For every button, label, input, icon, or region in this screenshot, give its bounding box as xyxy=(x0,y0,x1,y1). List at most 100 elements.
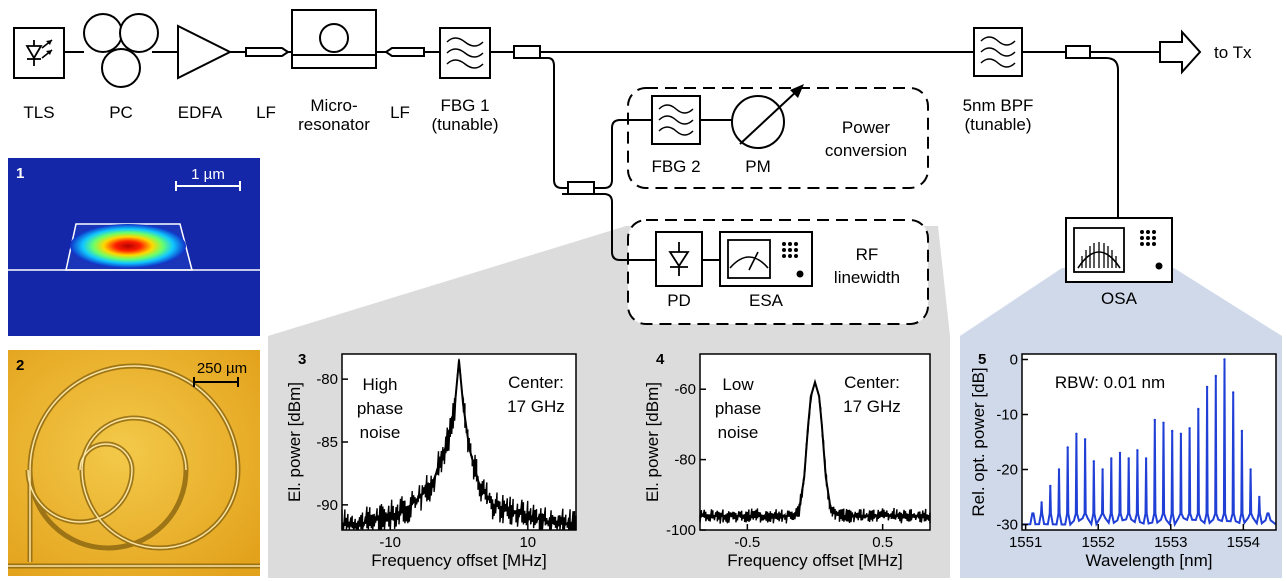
spiral-chip-inset xyxy=(8,350,260,576)
bpf-block xyxy=(973,27,1023,77)
spectral-peak xyxy=(1083,438,1087,441)
lf2-label: LF xyxy=(390,103,410,122)
spectral-peak xyxy=(1075,432,1078,435)
x-tick-label: 1554 xyxy=(1227,534,1260,551)
y-tick-label: 0 xyxy=(1010,352,1018,369)
spectral-peak xyxy=(1188,427,1191,430)
spectral-peak xyxy=(1179,432,1183,435)
rf-linewidth-label-1: RF xyxy=(856,245,879,264)
spectral-peak xyxy=(1240,429,1244,433)
osa-block xyxy=(1065,217,1173,283)
annotation-text: RBW: 0.01 nm xyxy=(1055,373,1165,392)
spectral-peak xyxy=(1110,457,1113,460)
microresonator-label-1: Micro- xyxy=(310,96,357,115)
x-tick-label: 10 xyxy=(519,534,536,551)
power-meter xyxy=(731,84,804,149)
pc-block xyxy=(83,13,159,88)
mode-profile-inset xyxy=(8,158,260,336)
spectral-peak xyxy=(1153,418,1157,422)
spectrum-line xyxy=(1021,359,1277,528)
y-axis-label: Rel. opt. power [dB] xyxy=(969,367,988,516)
y-axis-label: El. power [dBm] xyxy=(285,382,304,502)
y-tick-label: -100 xyxy=(666,522,696,539)
annotation-text: Low xyxy=(722,375,754,394)
series-line xyxy=(700,378,930,517)
spectral-peak xyxy=(1232,391,1235,394)
x-tick-label: 0.5 xyxy=(872,534,893,551)
y-tick-label: -20 xyxy=(996,462,1018,479)
microresonator-label-2: resonator xyxy=(298,115,370,134)
spectral-peak xyxy=(1066,446,1069,449)
annotation-text: noise xyxy=(360,423,401,442)
spectral-peak xyxy=(1266,512,1270,515)
coupler-2 xyxy=(567,181,595,195)
spectral-peak xyxy=(1101,468,1104,471)
spectral-peak xyxy=(1214,374,1218,378)
fbg2-block xyxy=(651,95,701,145)
series-line xyxy=(342,360,576,525)
spectral-peak xyxy=(1057,468,1061,471)
annotation-text: 17 GHz xyxy=(507,397,565,416)
y-tick-label: -60 xyxy=(674,381,696,398)
y-tick-label: -80 xyxy=(316,371,338,388)
esa-label: ESA xyxy=(749,291,784,310)
panel-2-scale: 250 µm xyxy=(197,360,247,377)
spectral-peak xyxy=(1144,457,1148,460)
fbg1-label-1: FBG 1 xyxy=(440,96,489,115)
fiber-to-osa xyxy=(1090,57,1119,218)
x-axis-label: Frequency offset [MHz] xyxy=(727,551,902,570)
y-tick-label: -30 xyxy=(996,517,1018,534)
fiber-to-coupler-2 xyxy=(540,57,568,189)
annotation-text: noise xyxy=(718,423,759,442)
panel-2-number: 2 xyxy=(16,357,24,374)
annotation-text: Center: xyxy=(508,373,564,392)
coupler-3 xyxy=(1065,45,1091,59)
fiber-to-pd xyxy=(594,193,656,261)
x-tick-label: -10 xyxy=(379,534,401,551)
noise-trace xyxy=(341,358,577,531)
spectral-peak xyxy=(1197,407,1200,411)
x-tick-label: 1552 xyxy=(1082,534,1115,551)
annotation-text: High xyxy=(363,375,398,394)
x-axis-label: Wavelength [nm] xyxy=(1086,551,1213,570)
bpf-label-2: (tunable) xyxy=(964,115,1031,134)
fbg2-label: FBG 2 xyxy=(651,157,700,176)
esa-block xyxy=(719,231,813,287)
pd-block xyxy=(655,231,703,287)
spectral-peak xyxy=(1136,449,1139,452)
power-conversion-group xyxy=(627,87,929,189)
spectral-peak xyxy=(1258,495,1261,499)
panel-1-scale: 1 µm xyxy=(191,166,225,183)
panel-number: 3 xyxy=(298,351,306,368)
plot-frame xyxy=(1021,353,1277,531)
spectral-peak xyxy=(1092,460,1096,463)
spectral-peak xyxy=(1031,512,1035,515)
fbg1-block xyxy=(439,27,491,79)
lensed-fiber-1 xyxy=(245,47,290,57)
panel-number: 5 xyxy=(978,351,986,368)
annotation-text: 17 GHz xyxy=(843,397,901,416)
annotation-text: phase xyxy=(715,399,761,418)
osa-label: OSA xyxy=(1101,289,1138,308)
plot-area xyxy=(342,354,576,530)
coupler-1 xyxy=(513,45,541,59)
fiber-to-fbg2 xyxy=(594,119,652,189)
spectral-peak xyxy=(1223,358,1226,361)
tls-block xyxy=(13,27,65,79)
power-conversion-label-2: conversion xyxy=(825,141,907,160)
y-tick-label: -10 xyxy=(996,407,1018,424)
microresonator-block xyxy=(291,9,377,69)
spectral-peak xyxy=(1249,468,1252,471)
annotation-text: Center: xyxy=(844,373,900,392)
spectral-peak xyxy=(1171,429,1174,433)
pc-label: PC xyxy=(109,103,133,122)
pm-label: PM xyxy=(745,157,771,176)
spectral-peak xyxy=(1205,385,1209,389)
spectral-peak xyxy=(1127,457,1130,460)
y-tick-label: -80 xyxy=(674,452,696,469)
bpf-label-1: 5nm BPF xyxy=(963,96,1034,115)
tls-label: TLS xyxy=(23,103,54,122)
